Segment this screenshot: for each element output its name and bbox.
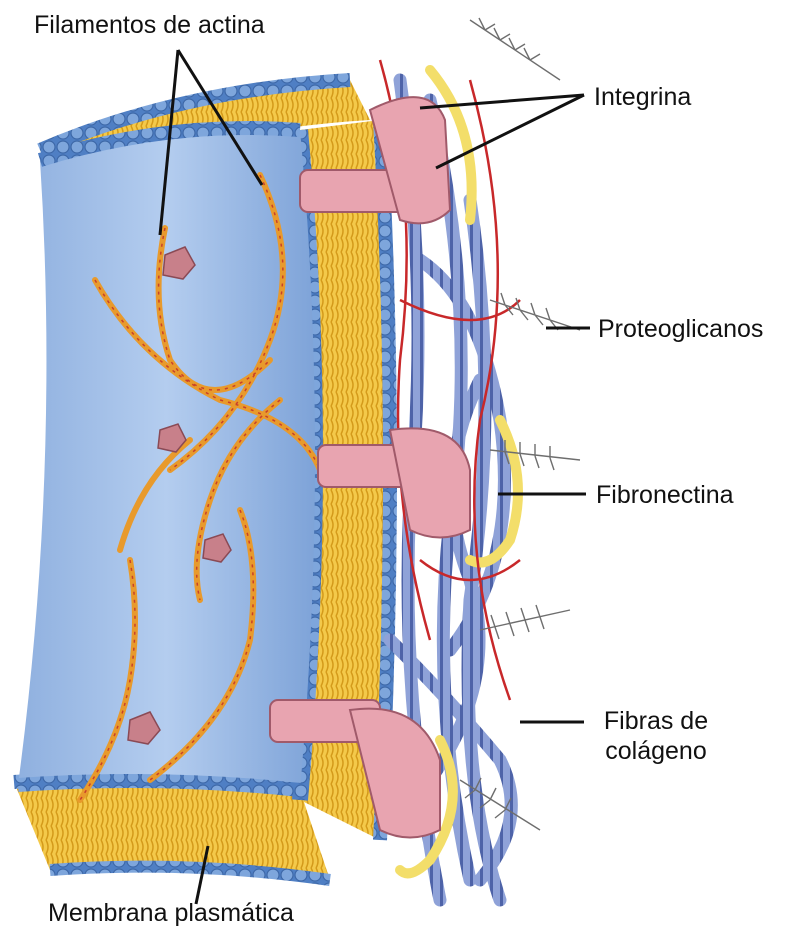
label-plasma-membrane: Membrana plasmática — [48, 898, 294, 928]
label-collagen-line2: colágeno — [592, 736, 720, 766]
label-actin-filaments: Filamentos de actina — [34, 10, 265, 40]
label-integrin: Integrina — [594, 82, 691, 112]
label-proteoglycans: Proteoglicanos — [598, 314, 763, 344]
label-fibronectin: Fibronectina — [596, 480, 734, 510]
label-collagen-line1: Fibras de — [592, 706, 720, 736]
label-collagen-fibers: Fibras de colágeno — [592, 706, 720, 766]
proteoglycans — [460, 18, 580, 830]
